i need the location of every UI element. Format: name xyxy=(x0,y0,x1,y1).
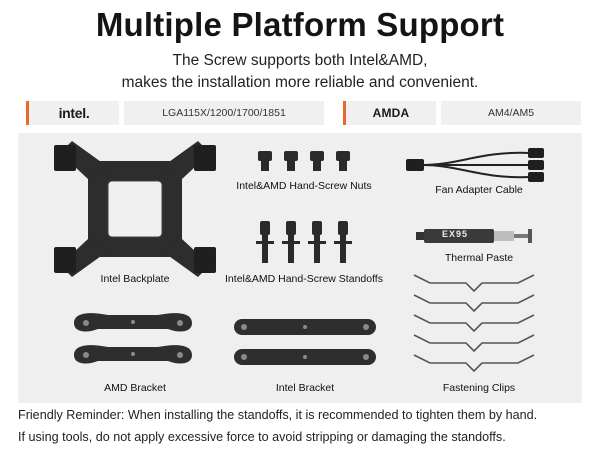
thermal-paste-image xyxy=(416,229,532,243)
hand-screw-standoffs-image xyxy=(256,221,352,263)
intel-logo-box: intel. xyxy=(26,101,119,125)
reminder-line-1: Friendly Reminder: When installing the s… xyxy=(18,408,538,422)
intel-sockets: LGA115X/1200/1700/1851 xyxy=(162,107,286,119)
amd-bracket-label: AMD Bracket xyxy=(104,382,166,394)
page-title: Multiple Platform Support xyxy=(95,6,505,43)
subtitle-line-1: The Screw supports both Intel&AMD, xyxy=(172,52,428,69)
amd-sockets: AM4/AM5 xyxy=(487,107,535,119)
hand-screw-nuts-label: Intel&AMD Hand-Screw Nuts xyxy=(236,180,372,192)
hand-screw-standoffs-label: Intel&AMD Hand-Screw Standoffs xyxy=(225,273,383,285)
intel-bracket-label: Intel Bracket xyxy=(275,382,335,394)
amd-logo-box: AMDA xyxy=(343,101,436,125)
intel-backplate-image xyxy=(54,141,216,277)
hand-screw-nuts-image xyxy=(258,151,350,171)
intel-logo: intel. xyxy=(58,105,90,121)
thermal-paste-brand: EX95 xyxy=(441,229,469,239)
platform-row: intel. LGA115X/1200/1700/1851 AMDA AM4/A… xyxy=(0,101,600,125)
fan-adapter-cable-image xyxy=(406,148,544,182)
fastening-clips-label: Fastening Clips xyxy=(442,382,516,394)
parts-panel: Intel Backplate Intel&AMD Hand-Screw Nut… xyxy=(18,133,582,403)
amd-bracket-image xyxy=(74,313,192,364)
intel-sockets-box: LGA115X/1200/1700/1851 xyxy=(124,101,324,125)
reminder-line-2: If using tools, do not apply excessive f… xyxy=(18,430,506,444)
thermal-paste-label: Thermal Paste xyxy=(444,252,514,264)
fan-adapter-cable-label: Fan Adapter Cable xyxy=(435,184,523,196)
intel-bracket-image xyxy=(234,319,376,365)
amd-sockets-box: AM4/AM5 xyxy=(441,101,581,125)
intel-backplate-label: Intel Backplate xyxy=(100,273,170,285)
subtitle-line-2: makes the installation more reliable and… xyxy=(121,74,479,91)
amd-logo: AMDA xyxy=(372,106,410,120)
fastening-clips-image xyxy=(413,274,535,373)
